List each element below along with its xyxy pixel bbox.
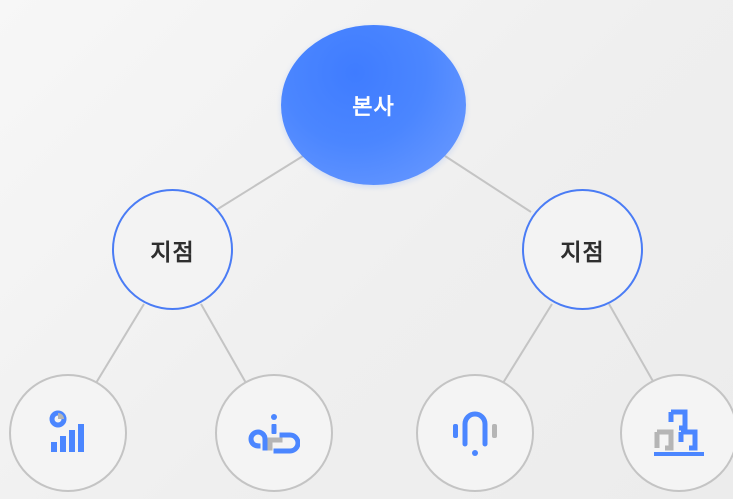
connector-root-left: [212, 155, 304, 213]
leaf-node-1: [9, 374, 127, 492]
connector-left-leaf2: [200, 303, 247, 384]
connector-right-leaf4: [608, 303, 655, 384]
stacked-blocks-icon: [651, 408, 707, 458]
leaf-node-3: [416, 374, 534, 492]
headquarters-node: 본사: [281, 25, 466, 185]
leaf-node-4: [620, 374, 733, 492]
branch-node-right: 지점: [522, 189, 643, 310]
branch-label-left: 지점: [150, 239, 195, 266]
leaf-node-2: [215, 374, 333, 492]
headquarters-label: 본사: [352, 95, 395, 120]
connector-root-right: [444, 155, 532, 213]
branch-node-left: 지점: [112, 189, 233, 310]
arch-signal-icon: [450, 408, 500, 458]
connector-network-icon: [248, 410, 300, 456]
branch-label-right: 지점: [560, 239, 605, 266]
connector-left-leaf1: [95, 303, 145, 384]
connector-right-leaf3: [502, 303, 553, 384]
bar-chart-person-icon: [45, 410, 91, 456]
